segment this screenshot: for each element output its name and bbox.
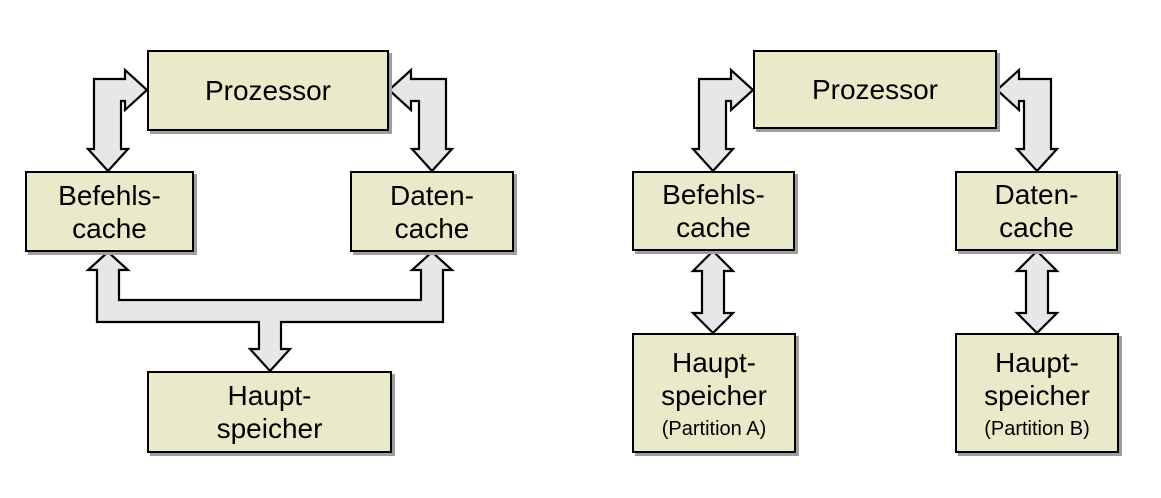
right-node-befehlscache: Befehls- cache <box>632 171 795 251</box>
left-arrow-prozessor-befehlscache <box>85 67 149 173</box>
left-arrow-prozessor-datencache <box>387 67 455 173</box>
right-arrow-prozessor-datencache <box>995 67 1060 173</box>
left-node-prozessor: Prozessor <box>147 50 389 131</box>
left-node-befehlscache-line1: Befehls- <box>58 179 161 211</box>
left-node-datencache-line1: Daten- <box>389 179 475 211</box>
right-node-hauptspeicher-a: Haupt- speicher (Partition A) <box>632 333 796 453</box>
left-node-befehlscache: Befehls- cache <box>25 171 194 252</box>
right-node-hauptspeicher-b-line2: speicher <box>984 379 1090 411</box>
left-node-prozessor-label: Prozessor <box>204 75 332 106</box>
left-arrow-hauptspeicher-fork <box>85 250 455 373</box>
left-node-hauptspeicher-line1: Haupt- <box>227 380 312 411</box>
left-node-hauptspeicher-line2: speicher <box>216 413 323 444</box>
right-arrow-prozessor-befehlscache <box>690 67 755 173</box>
right-node-datencache-line1: Daten- <box>994 179 1079 210</box>
left-node-befehlscache-line2: cache <box>72 212 147 244</box>
left-node-datencache: Daten- cache <box>350 171 514 252</box>
right-node-hauptspeicher-a-line1: Haupt- <box>671 346 757 378</box>
right-node-hauptspeicher-b-line1: Haupt- <box>994 346 1080 378</box>
right-node-hauptspeicher-b: Haupt- speicher (Partition B) <box>955 333 1119 453</box>
right-arrow-befehlscache-hauptspeicherA <box>690 249 736 335</box>
right-node-hauptspeicher-b-sub: (Partition B) <box>984 417 1090 440</box>
right-node-datencache: Daten- cache <box>955 171 1118 251</box>
left-node-hauptspeicher: Haupt- speicher <box>147 371 392 453</box>
right-node-prozessor: Prozessor <box>753 50 997 129</box>
right-node-datencache-line2: cache <box>999 212 1074 243</box>
right-node-befehlscache-line1: Befehls- <box>662 179 765 210</box>
right-node-prozessor-label: Prozessor <box>811 74 939 105</box>
right-arrow-datencache-hauptspeicherB <box>1014 249 1060 335</box>
right-node-hauptspeicher-a-sub: (Partition A) <box>661 417 767 440</box>
left-node-datencache-line2: cache <box>394 212 470 244</box>
right-node-befehlscache-line2: cache <box>676 212 751 243</box>
right-node-hauptspeicher-a-line2: speicher <box>661 379 767 411</box>
